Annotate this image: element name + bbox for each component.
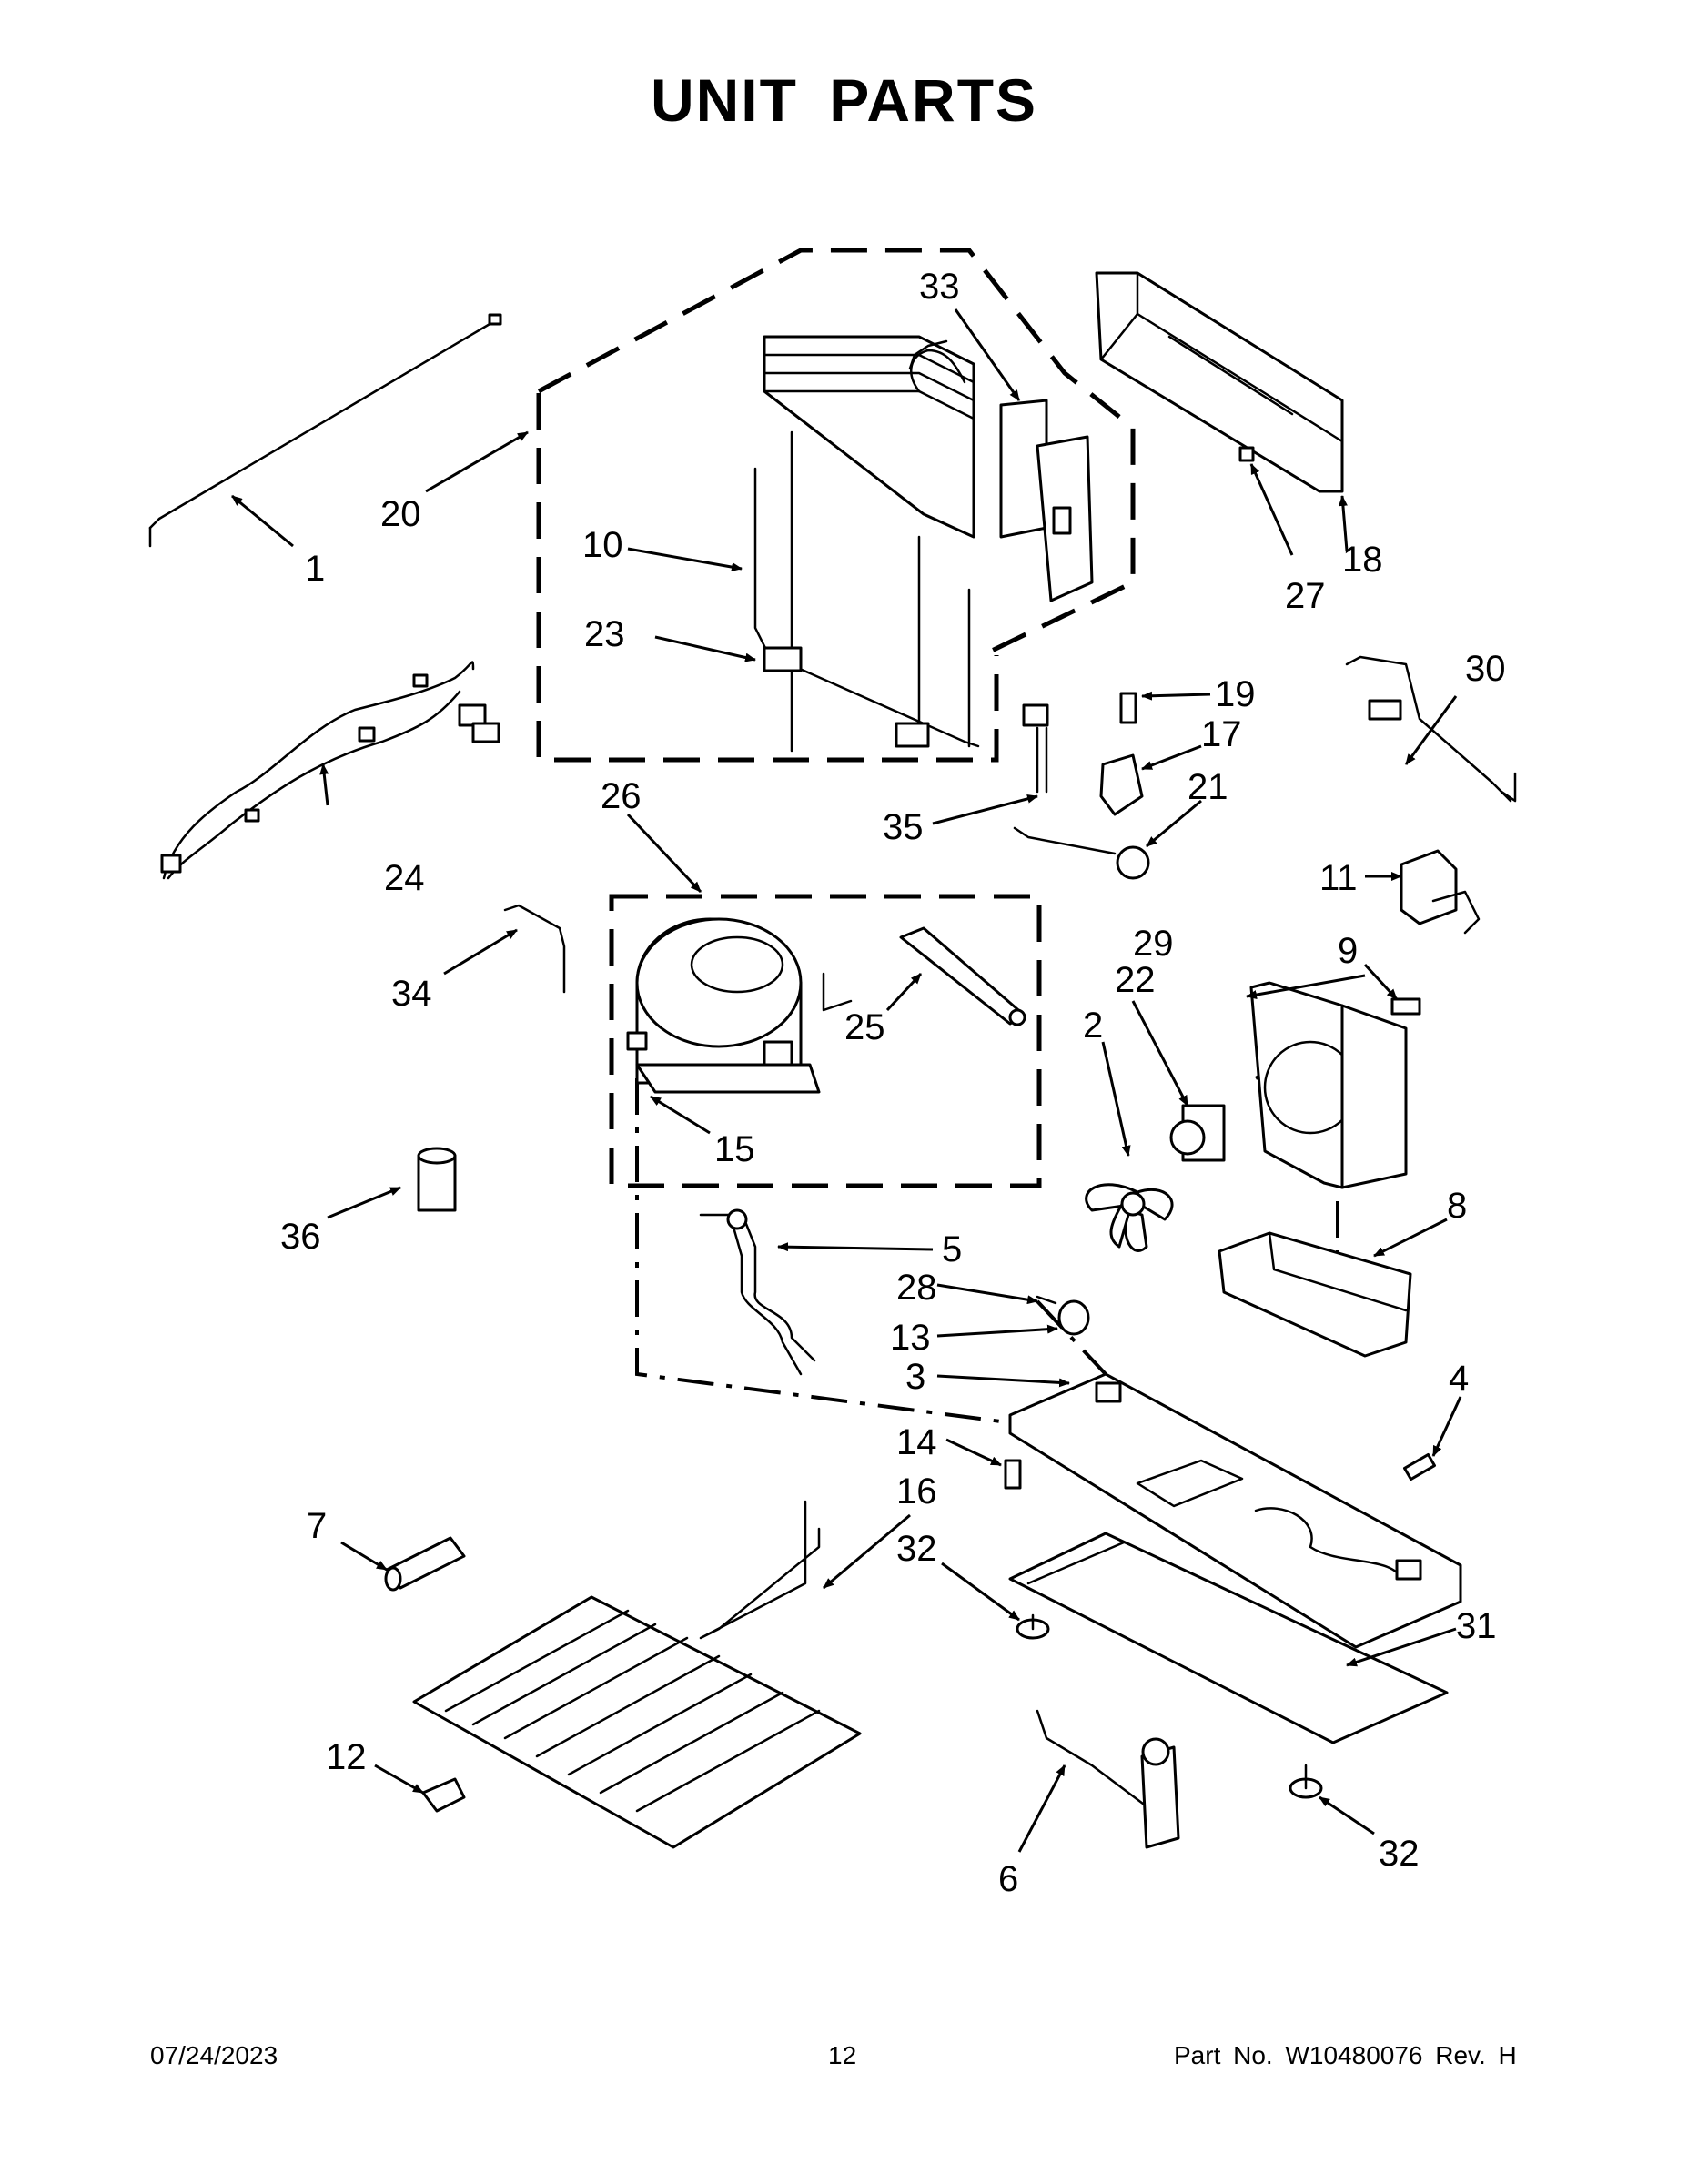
callout-labels: 1 2 3 4 5 6 7 8 9 10 11 12 13 14 15 16 1… (280, 267, 1506, 1899)
drain-part-6 (1036, 1709, 1180, 1849)
screw-part-4 (1403, 1452, 1436, 1481)
callout-1: 1 (305, 549, 325, 589)
callout-7: 7 (307, 1506, 327, 1546)
tube-part-5 (699, 1208, 816, 1376)
grommet-part-15 (626, 1031, 648, 1051)
callout-24: 24 (384, 858, 425, 898)
callout-25: 25 (844, 1007, 885, 1047)
footer-date: 07/24/2023 (150, 2041, 278, 2069)
callout-23: 23 (584, 614, 625, 654)
condenser-group-outline (536, 248, 1136, 763)
callout-5: 5 (942, 1229, 962, 1269)
compressor-part-26 (635, 917, 853, 1094)
bracket-part-34 (503, 904, 566, 994)
callout-17: 17 (1201, 714, 1242, 754)
page-title: UNIT PARTS (650, 66, 1038, 134)
fan-blade-part-2 (1085, 1183, 1174, 1252)
leader-lines (231, 308, 1462, 1853)
screw-part-19 (1119, 692, 1137, 724)
tube-part-7 (384, 1536, 466, 1592)
callout-4: 4 (1449, 1359, 1469, 1399)
relay-part-11 (1400, 849, 1481, 935)
bracket-part-23 (763, 646, 930, 748)
clip-part-17 (1099, 753, 1144, 816)
grommet-part-28 (1036, 1295, 1057, 1305)
footer-page-number: 12 (828, 2041, 857, 2069)
fan-motor-part-22 (1169, 1104, 1226, 1162)
callout-29: 29 (1133, 924, 1174, 964)
callout-32-upper: 32 (896, 1529, 937, 1569)
callout-16: 16 (896, 1471, 937, 1512)
compressor-mount-line (635, 1078, 1198, 1449)
wire-harness-part-24 (160, 661, 500, 880)
callout-34: 34 (391, 974, 432, 1014)
callout-33: 33 (919, 267, 960, 307)
callout-27: 27 (1285, 576, 1326, 616)
callout-36: 36 (280, 1217, 321, 1257)
callout-8: 8 (1447, 1186, 1467, 1226)
tube-part-16 (699, 1500, 821, 1640)
capacitor-part-36 (417, 1147, 457, 1212)
callout-18: 18 (1342, 540, 1383, 580)
callout-14: 14 (896, 1422, 937, 1462)
callout-21: 21 (1188, 767, 1228, 807)
fan-bracket-part-8 (1218, 1231, 1412, 1358)
grommet-part-13 (1057, 1299, 1090, 1336)
clip-part-12 (421, 1777, 466, 1813)
footer-part-number: Part No. W10480076 Rev. H (1174, 2041, 1517, 2069)
callout-9: 9 (1338, 931, 1358, 971)
callout-30: 30 (1465, 649, 1506, 689)
callout-31: 31 (1456, 1606, 1497, 1646)
bracket-part-18 (1095, 271, 1344, 493)
screw-part-9 (1390, 997, 1421, 1016)
tube-part-30 (1345, 655, 1517, 803)
callout-20: 20 (380, 494, 421, 534)
lead-part-35 (1022, 703, 1049, 794)
base-plate-part-3 (1008, 1372, 1462, 1649)
wire-lead-part-1 (148, 313, 502, 548)
callout-13: 13 (890, 1318, 931, 1358)
callout-32-lower: 32 (1379, 1834, 1420, 1874)
callout-6: 6 (998, 1859, 1018, 1899)
callout-26: 26 (601, 776, 642, 816)
callout-12: 12 (326, 1737, 367, 1777)
callout-22: 22 (1115, 960, 1156, 1000)
sensor-part-21 (1013, 826, 1150, 880)
callout-3: 3 (905, 1357, 925, 1397)
foot-part-32-upper (1016, 1613, 1050, 1640)
filter-dryer-part-25 (899, 926, 1026, 1026)
screw-part-27 (1238, 446, 1255, 462)
callout-28: 28 (896, 1268, 937, 1308)
callout-2: 2 (1083, 1006, 1103, 1046)
connector-mount-line (1036, 1299, 1107, 1376)
callout-10: 10 (582, 525, 623, 565)
fan-shroud-part-29 (1249, 981, 1408, 1189)
callout-35: 35 (883, 807, 924, 847)
evaporator-coil (412, 1595, 862, 1849)
callout-15: 15 (714, 1129, 755, 1169)
compressor-group-outline (609, 894, 1042, 1188)
screw-part-14 (1004, 1459, 1022, 1490)
shroud-part-33 (999, 399, 1094, 602)
callout-19: 19 (1215, 674, 1256, 714)
foot-part-32-lower (1289, 1764, 1323, 1799)
heater-part-31 (1008, 1532, 1449, 1744)
condenser-coil (763, 335, 975, 753)
callout-11: 11 (1319, 858, 1358, 898)
